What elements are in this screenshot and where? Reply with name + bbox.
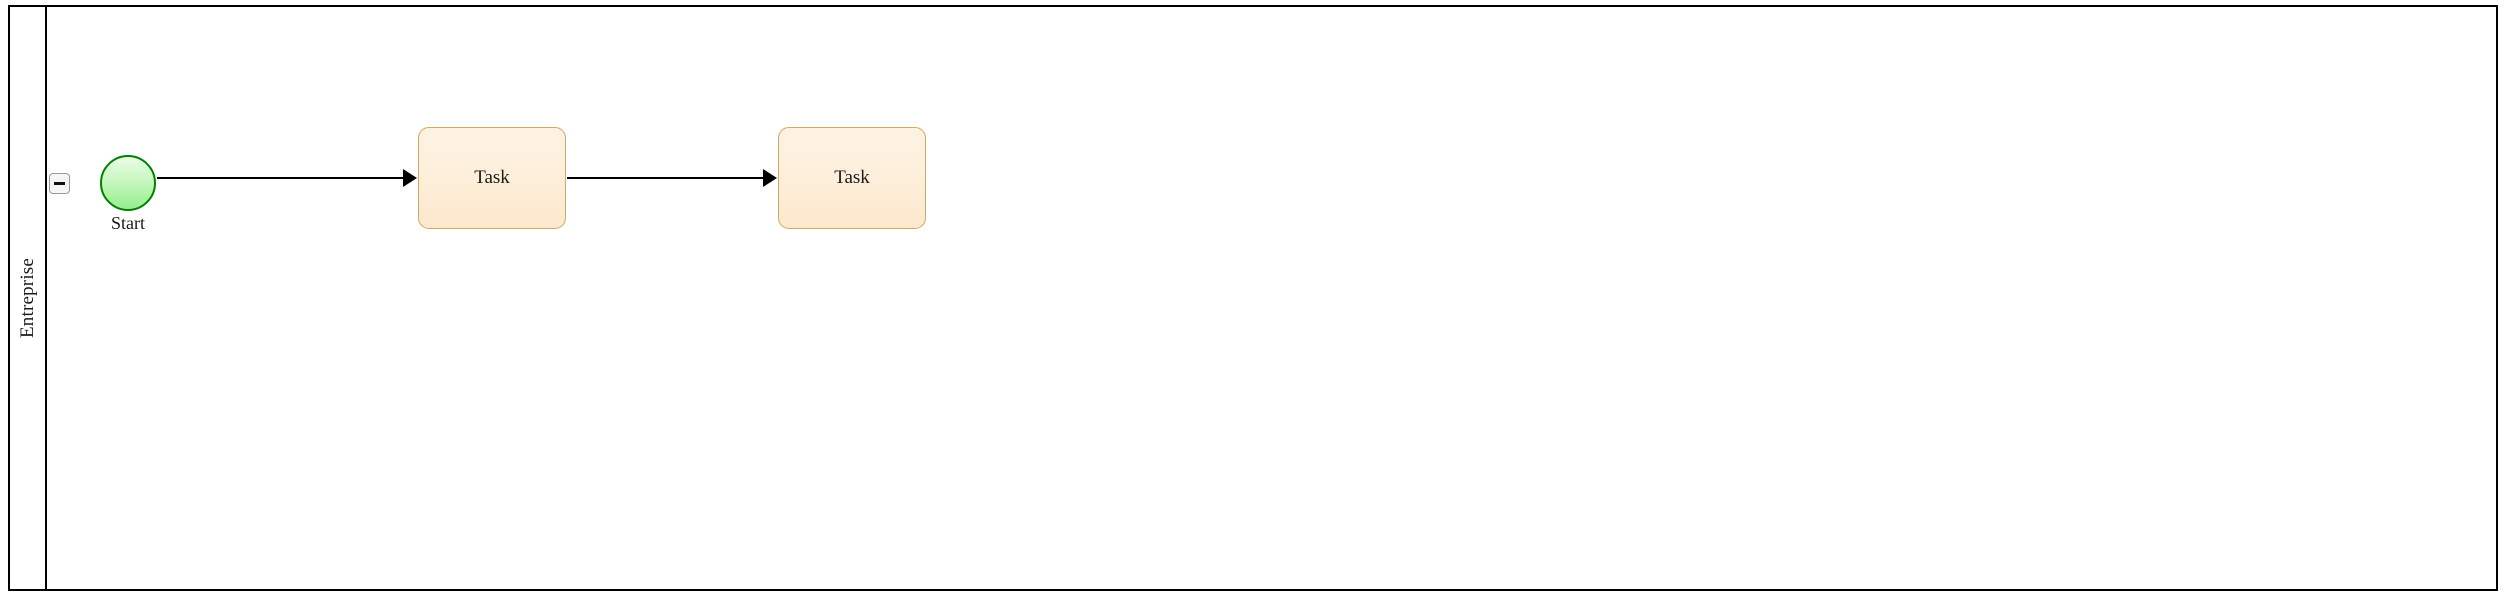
sequence-flow-start-to-task1[interactable] xyxy=(157,177,405,180)
arrow-head-icon xyxy=(403,169,417,187)
collapse-toggle-button[interactable] xyxy=(49,173,70,194)
lane-body: Start Task Task xyxy=(47,7,2496,589)
task-node-1[interactable]: Task xyxy=(418,127,566,229)
start-event-node[interactable] xyxy=(100,155,156,211)
pool-header-band: Entreprise xyxy=(10,7,47,589)
start-event-label: Start xyxy=(111,213,145,233)
pool-entreprise[interactable]: Entreprise Start Task Task xyxy=(8,5,2498,591)
task-label: Task xyxy=(474,167,510,188)
task-label: Task xyxy=(834,167,870,188)
arrow-head-icon xyxy=(763,169,777,187)
sequence-flow-task1-to-task2[interactable] xyxy=(567,177,765,180)
pool-title: Entreprise xyxy=(16,257,38,339)
minus-icon xyxy=(54,181,65,186)
task-node-2[interactable]: Task xyxy=(778,127,926,229)
